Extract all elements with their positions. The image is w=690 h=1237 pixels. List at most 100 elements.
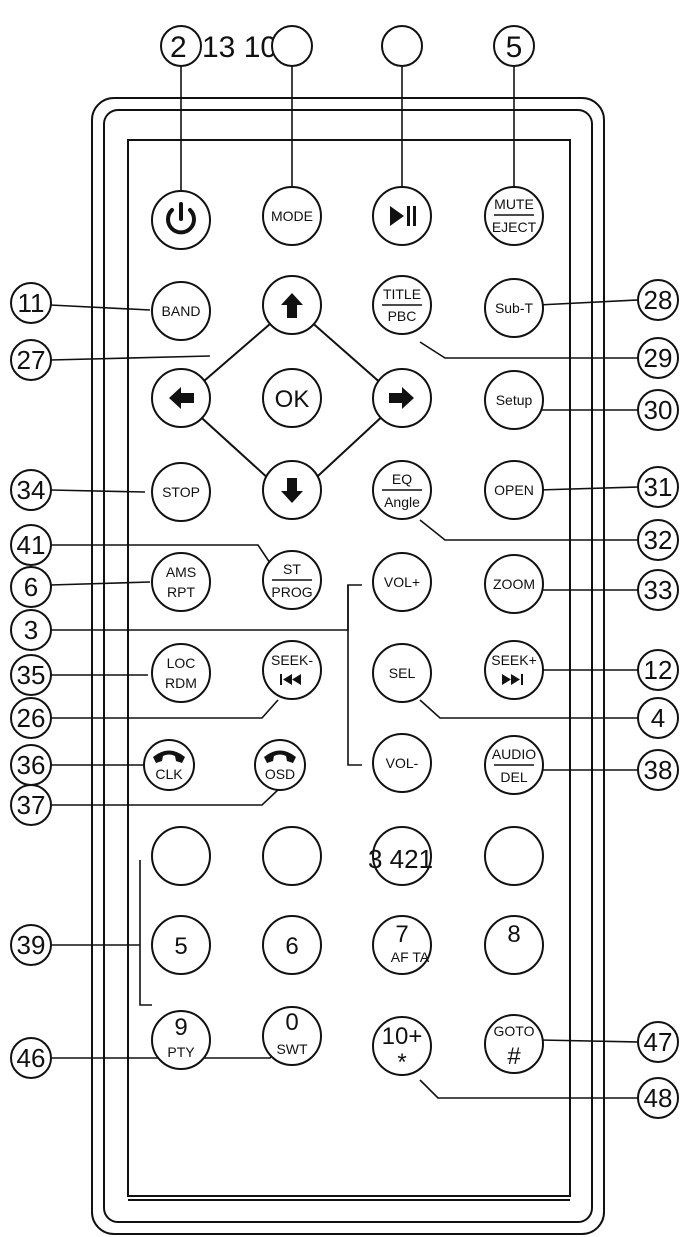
- number-button-6[interactable]: 6: [262, 915, 322, 975]
- callout-28: 28: [637, 279, 679, 321]
- svg-text:TITLE: TITLE: [383, 286, 421, 302]
- arrow-up-icon: [281, 293, 303, 318]
- down-button[interactable]: [262, 460, 322, 520]
- open-button[interactable]: OPEN: [484, 460, 544, 520]
- next-track-icon: [502, 674, 523, 685]
- callout-5: 5: [506, 31, 523, 64]
- phone-hangup-icon: [264, 750, 296, 763]
- svg-text:ZOOM: ZOOM: [493, 576, 535, 592]
- number-row-label: 3 421: [368, 844, 433, 874]
- number-button-9-pty[interactable]: 9 PTY: [151, 1010, 211, 1070]
- svg-text:8: 8: [507, 921, 520, 948]
- callout-2: 2: [170, 31, 187, 64]
- number-button-3[interactable]: [372, 826, 432, 886]
- seek-forward-button[interactable]: SEEK+: [484, 640, 544, 700]
- svg-text:GOTO: GOTO: [494, 1023, 535, 1039]
- number-button-7-af-ta[interactable]: 7 AF TA: [372, 915, 432, 975]
- band-button[interactable]: BAND: [151, 281, 211, 341]
- svg-text:11: 11: [18, 288, 45, 318]
- svg-text:SEEK-: SEEK-: [271, 652, 313, 668]
- svg-text:27: 27: [17, 345, 46, 375]
- callout-6: 6: [10, 566, 52, 608]
- previous-track-icon: [280, 674, 301, 685]
- power-button[interactable]: [151, 190, 211, 250]
- callout-group-13-10: 13 10: [202, 31, 277, 64]
- right-button[interactable]: [372, 368, 432, 428]
- arrow-left-icon: [169, 387, 194, 409]
- arrow-right-icon: [389, 387, 414, 409]
- svg-text:SEEK+: SEEK+: [491, 652, 537, 668]
- callout-35: 35: [10, 654, 52, 696]
- svg-text:Angle: Angle: [384, 494, 420, 510]
- svg-text:38: 38: [644, 755, 673, 785]
- right-callouts: 28 29 30 31 32 33 12 4 38 47 48: [637, 279, 679, 1119]
- volume-down-button[interactable]: VOL-: [372, 733, 432, 793]
- svg-text:12: 12: [644, 655, 673, 685]
- svg-text:EJECT: EJECT: [492, 219, 537, 235]
- goto-hash-button[interactable]: GOTO #: [484, 1014, 544, 1074]
- subtitle-button[interactable]: Sub-T: [484, 278, 544, 338]
- left-button[interactable]: [151, 368, 211, 428]
- svg-text:35: 35: [17, 660, 46, 690]
- callout-33: 33: [637, 569, 679, 611]
- ams-rpt-button[interactable]: AMS RPT: [151, 552, 211, 612]
- svg-text:DEL: DEL: [500, 769, 527, 785]
- mode-button[interactable]: MODE: [262, 186, 322, 246]
- play-pause-button[interactable]: [372, 186, 432, 246]
- svg-text:RPT: RPT: [167, 584, 195, 600]
- callout-39: 39: [10, 924, 52, 966]
- svg-text:39: 39: [17, 930, 46, 960]
- volume-up-button[interactable]: VOL+: [372, 552, 432, 612]
- number-button-2[interactable]: [262, 826, 322, 886]
- setup-button[interactable]: Setup: [484, 370, 544, 430]
- number-button-1[interactable]: [151, 826, 211, 886]
- svg-text:48: 48: [644, 1083, 673, 1113]
- loc-rdm-button[interactable]: LOC RDM: [151, 643, 211, 703]
- zoom-button[interactable]: ZOOM: [484, 554, 544, 614]
- ok-button[interactable]: OK: [262, 368, 322, 428]
- svg-text:SWT: SWT: [276, 1041, 308, 1057]
- play-pause-icon: [390, 206, 416, 226]
- svg-text:CLK: CLK: [155, 766, 183, 782]
- svg-text:6: 6: [285, 933, 298, 960]
- svg-text:41: 41: [17, 530, 46, 560]
- svg-text:32: 32: [644, 525, 673, 555]
- svg-text:SEL: SEL: [389, 665, 416, 681]
- eq-angle-button[interactable]: EQ Angle: [372, 460, 432, 520]
- callout-48: 48: [637, 1077, 679, 1119]
- svg-text:VOL-: VOL-: [386, 755, 419, 771]
- up-button[interactable]: [262, 275, 322, 335]
- mute-eject-button[interactable]: MUTE EJECT: [484, 186, 544, 246]
- audio-del-button[interactable]: AUDIO DEL: [484, 735, 544, 795]
- leader-lines: [49, 299, 639, 1099]
- st-prog-button[interactable]: ST PROG: [262, 550, 322, 610]
- svg-text:AUDIO: AUDIO: [492, 746, 536, 762]
- svg-text:BAND: BAND: [162, 303, 201, 319]
- svg-text:OPEN: OPEN: [494, 482, 534, 498]
- svg-text:5: 5: [174, 933, 187, 960]
- stop-button[interactable]: STOP: [151, 462, 211, 522]
- seek-back-button[interactable]: SEEK-: [262, 640, 322, 700]
- ten-plus-star-button[interactable]: 10+ *: [372, 1016, 432, 1076]
- svg-text:34: 34: [17, 475, 46, 505]
- call-clk-button[interactable]: CLK: [143, 739, 195, 791]
- hangup-osd-button[interactable]: OSD: [254, 739, 306, 791]
- sel-button[interactable]: SEL: [372, 643, 432, 703]
- callout-26: 26: [10, 697, 52, 739]
- number-button-4[interactable]: [484, 826, 544, 886]
- title-pbc-button[interactable]: TITLE PBC: [372, 275, 432, 335]
- number-button-8[interactable]: 8: [484, 915, 544, 975]
- svg-text:MODE: MODE: [271, 208, 313, 224]
- callout-36: 36: [10, 744, 52, 786]
- callout-3: 3: [10, 609, 52, 651]
- number-button-0-swt[interactable]: 0 SWT: [262, 1006, 322, 1066]
- svg-text:30: 30: [644, 395, 673, 425]
- svg-text:ST: ST: [283, 561, 301, 577]
- svg-text:33: 33: [644, 575, 673, 605]
- number-button-5[interactable]: 5: [151, 915, 211, 975]
- phone-call-icon: [153, 750, 185, 763]
- svg-text:AMS: AMS: [166, 564, 196, 580]
- callout-29: 29: [637, 337, 679, 379]
- svg-text:VOL+: VOL+: [384, 574, 420, 590]
